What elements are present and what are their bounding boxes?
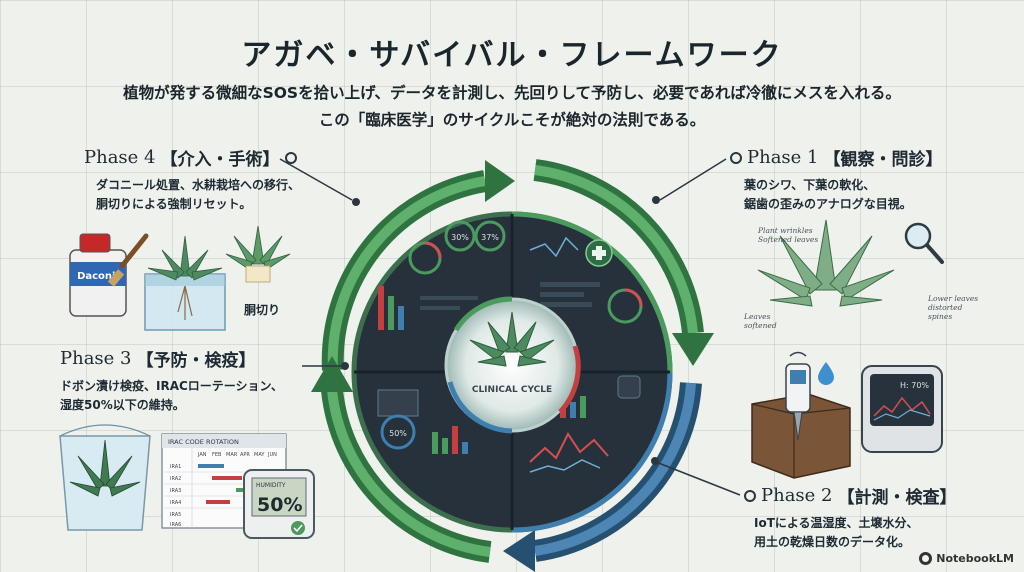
doukiri-label: 胴切り xyxy=(244,302,280,317)
phase-2-marker-icon xyxy=(744,489,756,502)
humidity-value: 50% xyxy=(257,494,302,516)
phase-2-number: Phase 2 xyxy=(761,485,833,506)
phase-2: Phase 2 【計測・検査】 IoTによる温湿度、土壌水分、 用土の乾燥日数の… xyxy=(744,483,957,552)
brand-badge: NotebookLM xyxy=(919,552,1014,565)
phase-4-marker-icon xyxy=(284,151,297,164)
note-left: Leaves softened xyxy=(744,312,777,330)
gauge-50 xyxy=(380,414,416,450)
gauge-30 xyxy=(444,220,476,252)
irac-row-5: IRA5 xyxy=(170,512,181,518)
panel-intervene: 30% 37% xyxy=(378,220,506,330)
phase-1-description: 葉のシワ、下葉の軟化、 鋸歯の歪みのアナログな目視。 xyxy=(744,178,912,211)
phase-4-title: 【介入・手術】 xyxy=(160,150,280,170)
irac-row-6: IRA6 xyxy=(170,522,181,528)
gauge-50-label: 50% xyxy=(389,429,407,438)
outer-arrow-ring xyxy=(311,159,714,572)
irac-month-5: MAY xyxy=(254,452,265,458)
phase-4-number: Phase 4 xyxy=(84,147,156,168)
arrowhead-left xyxy=(311,356,353,392)
cut-agave xyxy=(225,225,291,283)
irac-month-1: JAN xyxy=(197,452,207,458)
phase-3: Phase 3 【予防・検疫】 ドボン漬け検疫、IRACローテーション、 湿度5… xyxy=(60,346,283,415)
water-drop-icon xyxy=(818,362,834,385)
irac-row-4: IRA4 xyxy=(170,500,181,506)
irac-month-6: JUN xyxy=(267,452,277,458)
sketch-agave xyxy=(757,219,895,307)
humidity-meter: HUMIDITY 50% xyxy=(243,469,315,539)
phase-3-description: ドボン漬け検疫、IRACローテーション、 湿度50%以下の維持。 xyxy=(60,379,283,412)
check-icon xyxy=(291,521,305,535)
subtitle-line-2: この「臨床医学」のサイクルこそが絶対の法則である。 xyxy=(318,111,706,129)
note-right: Lower leaves distorted spines xyxy=(928,294,979,321)
arrowhead-bottom xyxy=(503,530,535,572)
page-subtitle: 植物が発する微細なSOSを拾い上げ、データを計測し、先回りして予防し、必要であれ… xyxy=(0,80,1024,134)
irac-row-1: IRA1 xyxy=(170,464,181,470)
agave-icon xyxy=(469,311,555,367)
page-title: アガベ・サバイバル・フレームワーク xyxy=(241,38,783,73)
gauge-37-label: 37% xyxy=(481,233,499,242)
panel-observe xyxy=(529,236,643,324)
phase-4: Phase 4 【介入・手術】 ダコニール処置、水耕栽培への移行、 胴切りによる… xyxy=(84,145,300,214)
phase-2-description: IoTによる温湿度、土壌水分、 用土の乾燥日数のデータ化。 xyxy=(754,516,919,549)
irac-row-3: IRA3 xyxy=(170,488,181,494)
subtitle-line-1: 植物が発する微細なSOSを拾い上げ、データを計測し、先回りして予防し、必要であれ… xyxy=(123,84,901,102)
gauge-37 xyxy=(474,220,506,252)
sensor-monitor: H: 70% xyxy=(861,365,943,453)
magnifier-icon xyxy=(904,222,944,264)
arrowhead-right xyxy=(672,333,714,366)
panel-prevent: 50% xyxy=(377,389,468,454)
irac-month-2: FEB xyxy=(212,452,222,458)
arrowhead-top xyxy=(485,160,515,202)
daconil-label: Daconil xyxy=(77,271,119,282)
irac-month-4: APR xyxy=(240,452,250,458)
sensor-value: H: 70% xyxy=(900,381,929,390)
wifi-icon xyxy=(789,351,807,357)
phase-4-description: ダコニール処置、水耕栽培への移行、 胴切りによる強制リセット。 xyxy=(96,178,301,211)
note-top: Plant wrinkles Softened leaves xyxy=(758,226,819,244)
phase-3-title: 【予防・検疫】 xyxy=(136,351,256,371)
paint-brush-icon xyxy=(107,233,149,287)
humidity-label: HUMIDITY xyxy=(256,482,286,489)
irac-month-3: MAR xyxy=(226,452,238,458)
phase-1-number: Phase 1 xyxy=(747,147,819,168)
center-label: CLINICAL CYCLE xyxy=(472,385,552,395)
irac-row-2: IRA2 xyxy=(170,476,181,482)
phase-3-number: Phase 3 xyxy=(60,348,132,369)
brand-label: NotebookLM xyxy=(936,552,1014,565)
phase-2-title: 【計測・検査】 xyxy=(837,488,957,508)
notebooklm-icon xyxy=(919,552,933,565)
phase-1: Phase 1 【観察・問診】 葉のシワ、下葉の軟化、 鋸歯の歪みのアナログな目… xyxy=(730,145,943,214)
phase-1-marker-icon xyxy=(730,151,742,164)
phase-1-title: 【観察・問診】 xyxy=(823,150,943,170)
gauge-30-label: 30% xyxy=(451,233,469,242)
soil-sensor xyxy=(751,351,851,479)
irac-title: IRAC CODE ROTATION xyxy=(168,438,239,446)
hydroponic-tank xyxy=(144,235,226,331)
bucket xyxy=(59,424,151,531)
leader-lines xyxy=(279,158,741,496)
